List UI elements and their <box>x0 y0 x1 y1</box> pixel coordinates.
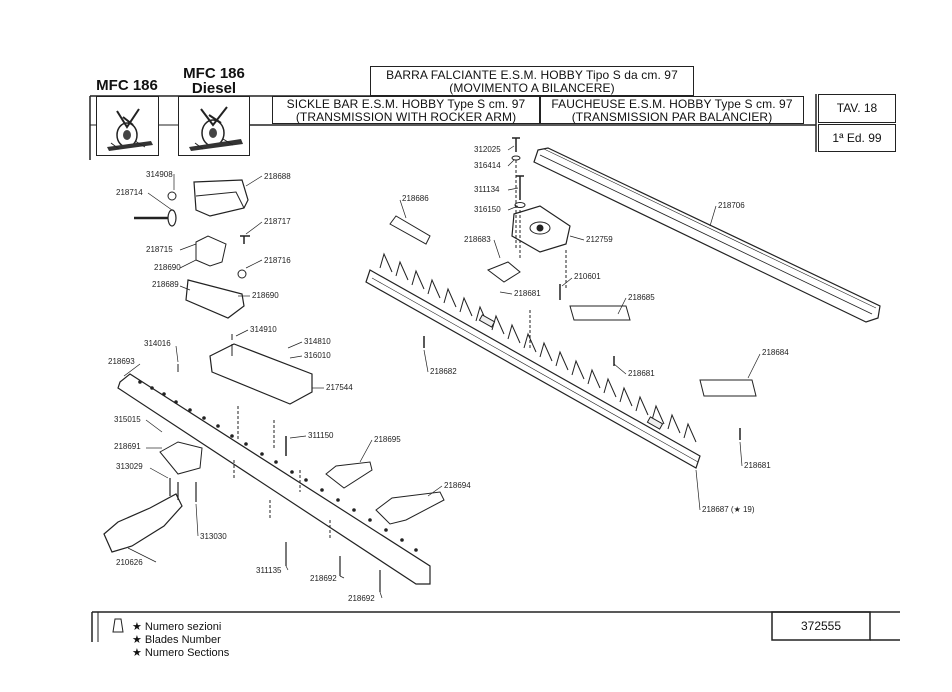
blade-section-icon <box>112 618 124 633</box>
part-label: 311135 <box>256 566 282 575</box>
model-label-right-line1: MFC 186 <box>183 65 245 82</box>
part-label: 314016 <box>144 339 171 348</box>
part-label: 314908 <box>146 170 173 179</box>
legend-numero-sezioni: ★ Numero sezioni <box>132 621 222 633</box>
part-label: 312025 <box>474 145 501 154</box>
part-label: 316010 <box>304 351 331 360</box>
part-label: 218686 <box>402 194 429 203</box>
part-label: 218692 <box>310 574 337 583</box>
legend-blades-number: ★ Blades Number <box>132 634 221 646</box>
part-label: 218694 <box>444 481 471 490</box>
part-label: 218682 <box>430 367 457 376</box>
part-label: 218689 <box>152 280 179 289</box>
model-label-right-line2: Diesel <box>191 80 237 97</box>
part-label: 218692 <box>348 594 375 603</box>
title-french: FAUCHEUSE E.S.M. HOBBY Type S cm. 97 (TR… <box>540 96 804 124</box>
part-label: 218714 <box>116 188 143 197</box>
edition-label: 1ª Ed. 99 <box>818 124 896 152</box>
part-label: 212759 <box>586 235 613 244</box>
part-label: 210626 <box>116 558 143 567</box>
part-label: 316414 <box>474 161 501 170</box>
part-label: 218690 <box>154 263 181 272</box>
title-italian-line1: BARRA FALCIANTE E.S.M. HOBBY Tipo S da c… <box>386 68 678 82</box>
thumbnail-mfc186 <box>96 96 159 156</box>
part-label: 218687 (★ 19) <box>702 505 755 514</box>
title-french-line2: (TRANSMISSION PAR BALANCIER) <box>571 110 773 124</box>
part-label: 210601 <box>574 272 601 281</box>
part-label: 218693 <box>108 357 135 366</box>
part-label: 218683 <box>464 235 491 244</box>
part-label: 218681 <box>514 289 541 298</box>
part-label: 313029 <box>116 462 143 471</box>
part-label: 218715 <box>146 245 173 254</box>
table-number: TAV. 18 <box>818 94 896 123</box>
part-label: 218716 <box>264 256 291 265</box>
part-label: 311150 <box>308 431 334 440</box>
mower-diesel-illustration-icon <box>189 106 243 151</box>
part-label: 218681 <box>628 369 655 378</box>
part-label: 218685 <box>628 293 655 302</box>
model-label-right: MFC 186 Diesel <box>178 66 250 96</box>
part-label: 218684 <box>762 348 789 357</box>
title-italian: BARRA FALCIANTE E.S.M. HOBBY Tipo S da c… <box>370 66 694 96</box>
part-label: 218688 <box>264 172 291 181</box>
thumbnail-mfc186-diesel <box>178 96 250 156</box>
part-label: 313030 <box>200 532 227 541</box>
part-label: 311134 <box>474 185 500 194</box>
part-label: 314910 <box>250 325 277 334</box>
part-label: 218717 <box>264 217 291 226</box>
title-english: SICKLE BAR E.S.M. HOBBY Type S cm. 97 (T… <box>272 96 540 124</box>
mower-illustration-icon <box>107 108 153 151</box>
part-label: 218691 <box>114 442 141 451</box>
title-english-line2: (TRANSMISSION WITH ROCKER ARM) <box>295 110 517 124</box>
part-label: 218690 <box>252 291 279 300</box>
part-label: 217544 <box>326 383 353 392</box>
part-label: 316150 <box>474 205 501 214</box>
part-label: 314810 <box>304 337 331 346</box>
title-english-line1: SICKLE BAR E.S.M. HOBBY Type S cm. 97 <box>286 97 526 111</box>
part-label: 218695 <box>374 435 401 444</box>
model-label-left: MFC 186 <box>96 77 158 94</box>
title-french-line1: FAUCHEUSE E.S.M. HOBBY Type S cm. 97 <box>551 97 793 111</box>
part-label: 218681 <box>744 461 771 470</box>
title-italian-line2: (MOVIMENTO A BILANCERE) <box>449 81 615 95</box>
legend-numero-sections: ★ Numero Sections <box>132 647 230 659</box>
part-label: 315015 <box>114 415 141 424</box>
part-label: 218706 <box>718 201 745 210</box>
document-code: 372555 <box>800 619 842 633</box>
